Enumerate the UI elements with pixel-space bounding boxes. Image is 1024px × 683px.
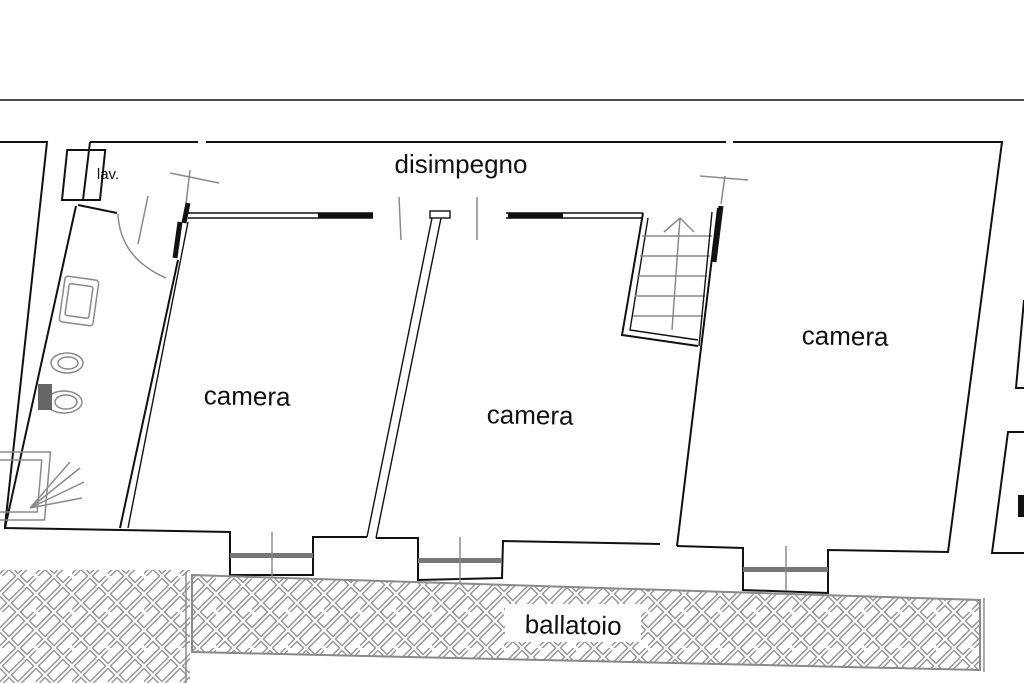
right-neighbour-detail [1018,495,1024,517]
right-bedroom-label: camera [802,320,890,352]
right-neighbour-wall-bottom [990,431,1024,554]
left-bedroom-label: camera [204,380,292,412]
right-neighbour-wall-top [1014,299,1024,389]
sink-icon [58,275,100,327]
right-bedroom-partition [676,207,719,547]
laundry-closet [60,149,107,201]
bathroom-fixtures [0,275,100,521]
right-bedroom-door-jamb [711,205,724,263]
bidet-icon [50,352,84,374]
bathroom-door-swing [117,213,167,279]
bathroom-door-jamb [172,221,183,259]
laundry-closet-wall [77,204,118,214]
balcony-label: ballatoio [524,609,621,641]
hall-label: disimpegno [395,149,528,179]
central-partition [366,217,433,538]
shower-tray-icon [0,451,52,521]
balcony-label-background [505,604,641,642]
laundry-label: lav. [97,166,119,183]
left-neighbour-wall [0,141,49,528]
left-balcony-paving [0,570,190,683]
left-bedroom-door-jamb [181,202,191,224]
bathroom-partition-inner [127,221,189,529]
stair-arrow-icon [663,216,695,233]
facade-windows [230,532,828,590]
central-column [429,210,451,219]
bathroom-partition [119,259,179,529]
center-bedroom-label: camera [487,399,575,431]
staircase [620,212,712,347]
